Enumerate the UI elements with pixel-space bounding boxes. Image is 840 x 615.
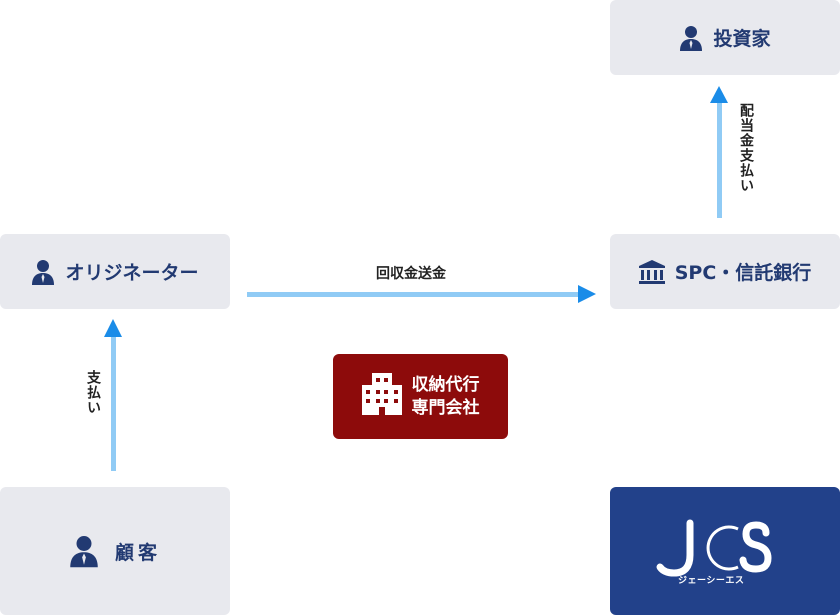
- jcs-logo-panel: ジェーシーエス: [610, 487, 840, 615]
- bank-icon: [638, 259, 665, 284]
- originator-label: オリジネーター: [65, 262, 199, 284]
- person-icon: [69, 534, 99, 568]
- investor-label: 投資家: [713, 28, 771, 50]
- payment-arrow-line: [111, 334, 116, 471]
- originator-node: オリジネーター: [0, 234, 230, 309]
- jcs-logo: [656, 519, 772, 577]
- customer-node: 顧客: [0, 487, 230, 615]
- investor-node: 投資家: [610, 0, 840, 75]
- collection-agency-node: 収納代行 専門会社: [333, 354, 508, 439]
- payment-label: 支払い: [85, 370, 101, 415]
- spc-label: SPC・信託銀行: [674, 262, 812, 284]
- remittance-arrow-line: [247, 292, 582, 297]
- person-icon: [679, 25, 703, 51]
- person-icon: [31, 259, 55, 285]
- dividend-label: 配当金支払い: [738, 103, 754, 193]
- agency-label-line1: 収納代行: [411, 374, 480, 395]
- remittance-label: 回収金送金: [376, 266, 446, 282]
- dividend-arrowhead: [710, 86, 728, 103]
- building-icon: [361, 373, 402, 420]
- spc-trust-bank-node: SPC・信託銀行: [610, 234, 840, 309]
- payment-arrowhead: [104, 319, 122, 337]
- remittance-arrowhead: [578, 285, 596, 303]
- customer-label: 顧客: [114, 541, 161, 564]
- agency-label-line2: 専門会社: [411, 397, 480, 418]
- jcs-logo-subtext: ジェーシーエス: [678, 576, 745, 586]
- dividend-arrow-line: [717, 100, 722, 218]
